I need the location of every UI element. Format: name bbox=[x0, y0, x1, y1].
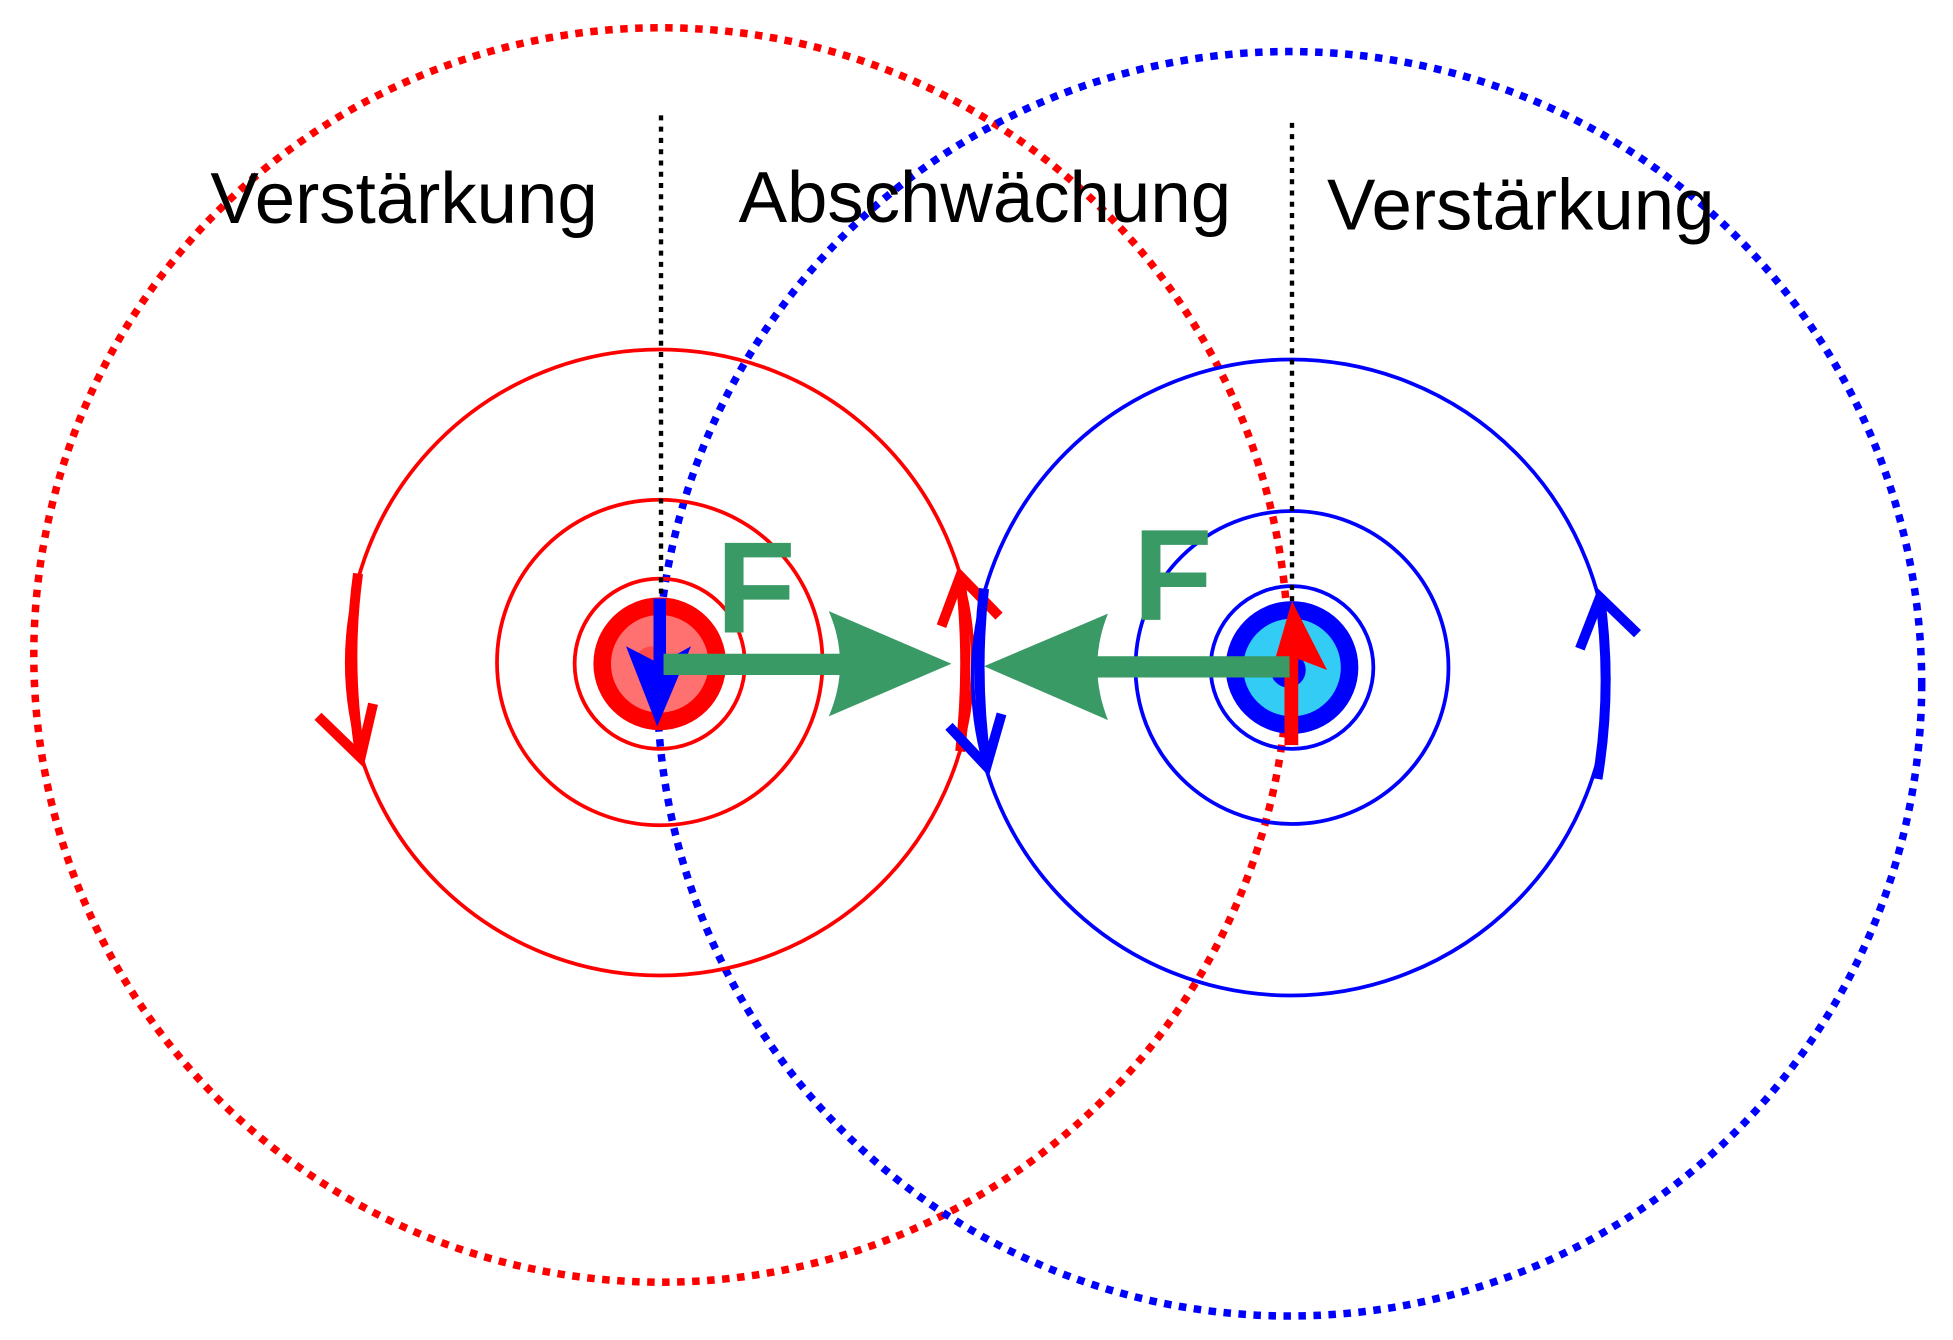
label-abschwaechung: Abschwächung bbox=[739, 157, 1231, 238]
arrow-down-icon bbox=[314, 572, 378, 768]
label-verstaerkung-left: Verstärkung bbox=[210, 158, 597, 239]
force-arrow-left-icon bbox=[984, 613, 1290, 721]
arrow-up-icon bbox=[1575, 588, 1641, 780]
force-label-right: F bbox=[1133, 502, 1213, 648]
force-arrow-right-icon bbox=[663, 611, 952, 717]
force-label-left: F bbox=[716, 514, 796, 660]
arrow-down-icon bbox=[945, 588, 1007, 777]
label-verstaerkung-right: Verstärkung bbox=[1327, 164, 1714, 245]
